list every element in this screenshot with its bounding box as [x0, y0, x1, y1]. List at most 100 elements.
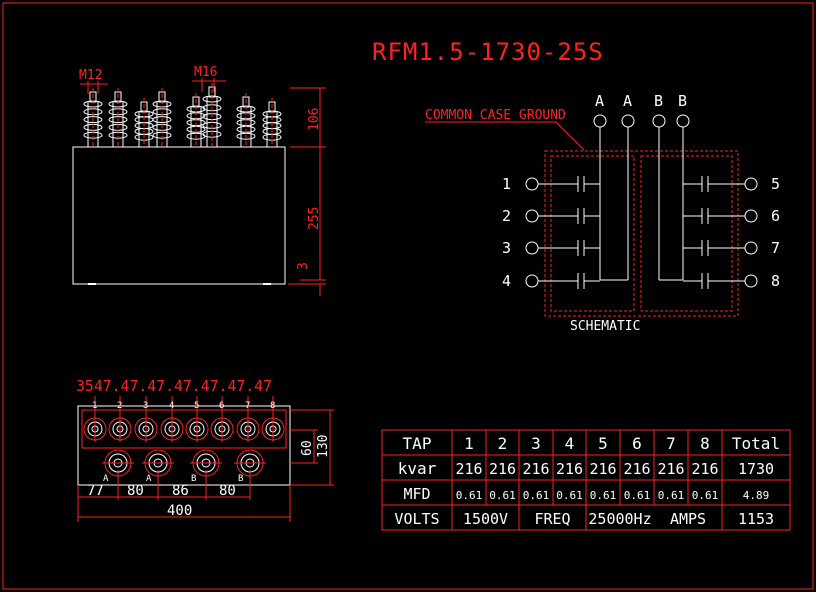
dim-3: 3 — [296, 262, 311, 270]
schematic-top-label: A — [595, 92, 604, 110]
schematic-right-terminal — [744, 241, 758, 255]
table-kvar-cell: 1730 — [738, 460, 774, 478]
dim-130: 130 — [316, 435, 331, 458]
schematic-left-label: 1 — [502, 175, 511, 193]
capacitor-case — [72, 146, 286, 285]
bushing-number: 4 — [169, 401, 174, 411]
top-small-bushing: 6 — [210, 396, 234, 442]
table-header-cell: TAP — [403, 434, 432, 453]
table-mfd-cell: 0.61 — [556, 489, 583, 502]
schematic-top-terminal — [676, 114, 690, 128]
front-bushing — [134, 98, 154, 147]
schematic-right-label: 7 — [771, 239, 780, 257]
schematic-left-terminal — [525, 209, 539, 223]
table-header-cell: Total — [732, 434, 780, 453]
table-mfd-cell: MFD — [403, 485, 430, 503]
table-kvar-cell: 216 — [455, 460, 482, 478]
common-bushing-label: B — [238, 474, 243, 484]
bushing-number: 5 — [194, 401, 199, 411]
dim-77: 77 — [87, 483, 104, 499]
schematic-left-terminal — [525, 177, 539, 191]
top-small-bushing: 2 — [108, 396, 132, 442]
schematic-top-label: B — [678, 92, 687, 110]
front-bushing — [262, 98, 282, 147]
bushing-number: 7 — [245, 401, 250, 411]
table-amps-value: 1153 — [738, 510, 774, 528]
table-mfd-cell: 0.61 — [489, 489, 516, 502]
table-mfd-cell: 0.61 — [456, 489, 483, 502]
top-small-bushing: 7 — [236, 396, 260, 442]
schematic-left-terminal — [525, 241, 539, 255]
dim-80a: 80 — [127, 483, 144, 499]
table-header-cell: 5 — [598, 434, 608, 453]
table-kvar-cell: 216 — [589, 460, 616, 478]
front-bushing — [202, 83, 222, 147]
dim-86: 86 — [172, 483, 189, 499]
top-small-bushings: 1 2 3 4 5 6 7 8 — [83, 396, 285, 442]
bushing-number: 1 — [92, 401, 97, 411]
table-mfd-cell: 0.61 — [523, 489, 550, 502]
table-mfd-cell: 4.89 — [743, 489, 770, 502]
top-pitch-dims: 3547.47.47.47.47.47.47 — [76, 377, 272, 395]
front-bushing — [236, 93, 256, 147]
front-bushing — [108, 88, 128, 147]
schematic-right-label: 5 — [771, 175, 780, 193]
schematic-top-label: B — [654, 92, 663, 110]
table-header-cell: 3 — [531, 434, 541, 453]
schematic-left-label: 2 — [502, 207, 511, 225]
common-bushing-label: B — [191, 474, 196, 484]
table-header-cell: 1 — [464, 434, 474, 453]
schematic-left-terminal — [525, 274, 539, 288]
bushing-number: 3 — [143, 401, 148, 411]
table-header-cell: 4 — [565, 434, 575, 453]
dim-60: 60 — [300, 440, 315, 456]
table-volts-label: VOLTS — [394, 510, 439, 528]
table-kvar-cell: 216 — [556, 460, 583, 478]
bushing-number: 6 — [219, 401, 224, 411]
front-bushing — [83, 88, 103, 147]
top-small-bushing: 4 — [160, 396, 184, 442]
top-small-bushing: 3 — [134, 396, 158, 442]
top-view-outline — [77, 405, 291, 486]
table-kvar-cell: 216 — [657, 460, 684, 478]
bushing-number: 8 — [270, 401, 275, 411]
schematic-right-label: 6 — [771, 207, 780, 225]
schematic-top-label: A — [623, 92, 632, 110]
table-header-cell: 8 — [700, 434, 710, 453]
schematic-right-terminal — [744, 209, 758, 223]
table-header-cell: 2 — [498, 434, 508, 453]
m16-label: M16 — [194, 65, 217, 80]
front-bushings — [83, 83, 282, 147]
bushing-number: 2 — [117, 401, 122, 411]
table-freq-value: 25000Hz — [588, 510, 651, 528]
dim-106: 106 — [307, 108, 322, 131]
table-kvar-cell: 216 — [522, 460, 549, 478]
common-bushing-label: A — [103, 474, 109, 484]
top-small-bushing: 1 — [83, 396, 107, 442]
table-kvar-cell: 216 — [489, 460, 516, 478]
table-mfd-cell: 0.61 — [658, 489, 685, 502]
table-mfd-cell: 0.61 — [624, 489, 651, 502]
table-mfd-cell: 0.61 — [590, 489, 617, 502]
front-view: M12 M16 106 255 3 — [72, 65, 326, 296]
top-small-bushing: 5 — [185, 396, 209, 442]
table-header-cell: 6 — [632, 434, 642, 453]
table-kvar-cell: kvar — [398, 459, 437, 478]
table-freq-label: FREQ — [534, 510, 570, 528]
dim-255: 255 — [307, 207, 322, 230]
schematic-left-label: 4 — [502, 272, 511, 290]
schematic-top-terminal — [652, 114, 666, 128]
schematic-right-terminal — [744, 274, 758, 288]
schematic-label: SCHEMATIC — [570, 319, 640, 334]
schematic-right-terminal — [744, 177, 758, 191]
dim-80b: 80 — [219, 483, 236, 499]
common-bushing-label: A — [146, 474, 152, 484]
dim-400: 400 — [167, 503, 192, 519]
schematic-right-label: 8 — [771, 272, 780, 290]
m12-label: M12 — [79, 68, 102, 83]
